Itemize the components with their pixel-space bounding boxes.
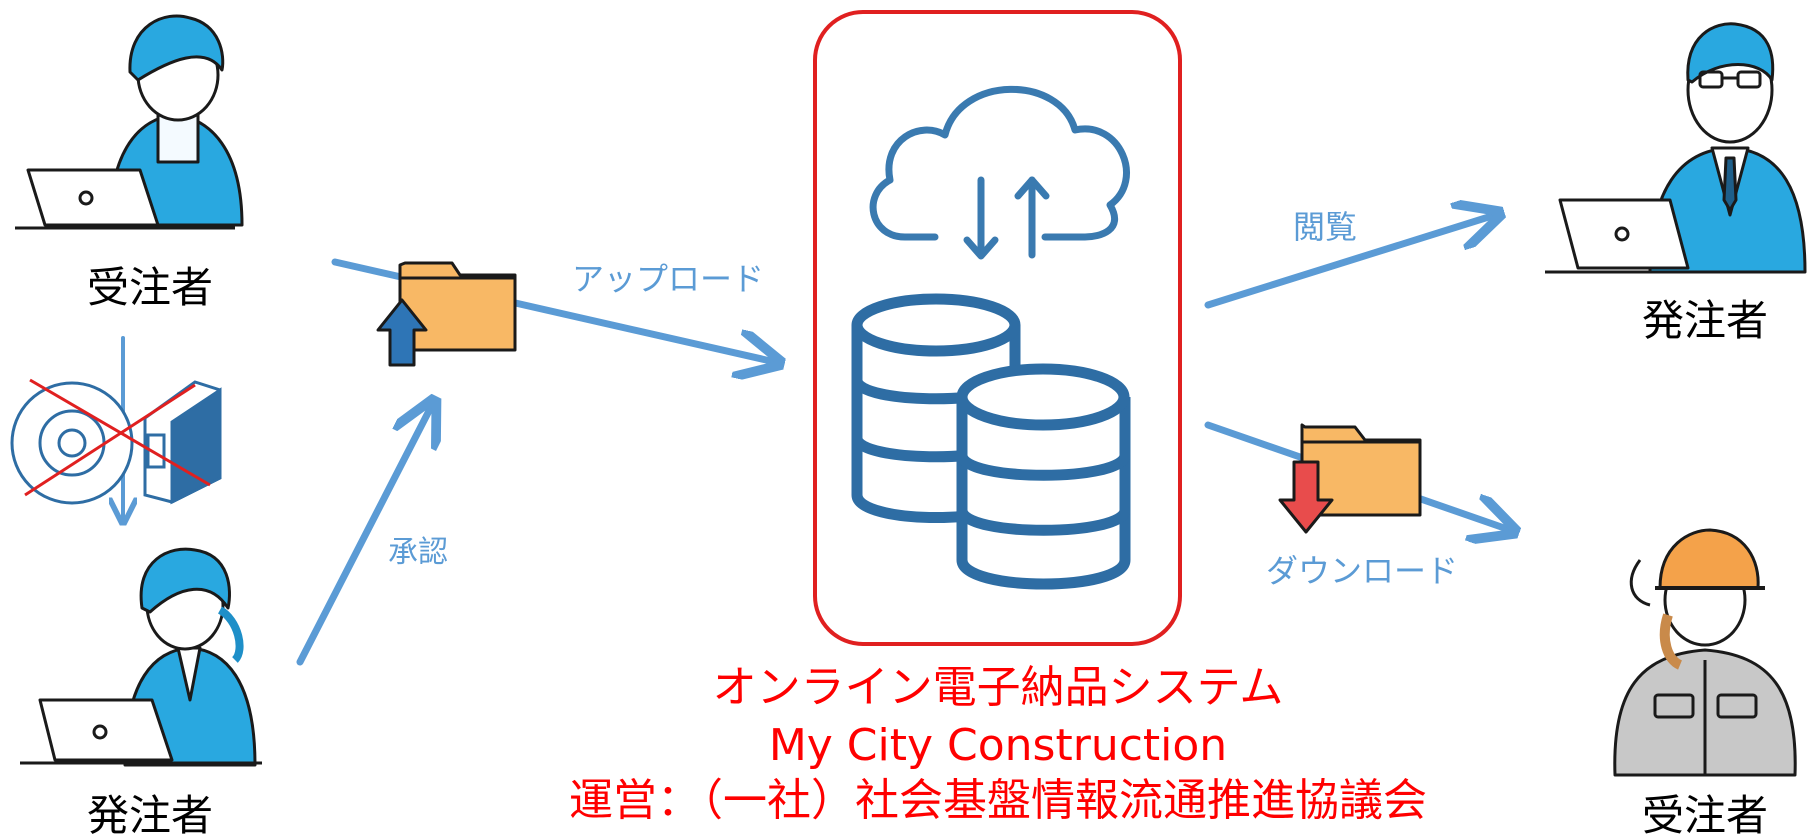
system-operator: 運営：（一社）社会基盤情報流通推進協議会 [569, 775, 1427, 826]
approve-arrow [296, 405, 432, 666]
download-label: ダウンロード [1266, 552, 1458, 590]
system-frame [813, 10, 1182, 646]
approve-label: 承認 [388, 535, 448, 570]
system-subtitle: My City Construction [769, 720, 1227, 771]
top-right-person-label: 発注者 [1642, 296, 1768, 345]
folder-download-icon [1278, 423, 1422, 534]
view-arrow [1204, 215, 1495, 309]
disc-icon [10, 381, 134, 505]
view-label: 閲覧 [1293, 208, 1357, 246]
contractor-worker-bottom-right [1613, 528, 1797, 777]
contractor-person-top-left [15, 14, 244, 230]
folder-upload-icon [376, 261, 517, 367]
system-name: オンライン電子納品システム [713, 662, 1284, 713]
bottom-right-person-label: 受注者 [1642, 791, 1768, 839]
upload-label: アップロード [572, 260, 764, 298]
database-icon [851, 293, 1131, 590]
cross-out-mark [24, 378, 211, 497]
client-person-top-right [1545, 22, 1807, 274]
cloud-sync-icon [869, 85, 1130, 260]
bottom-left-person-label: 発注者 [87, 791, 213, 839]
top-left-person-label: 受注者 [87, 263, 213, 312]
binder-icon [143, 380, 222, 505]
client-person-bottom-left [20, 547, 262, 767]
